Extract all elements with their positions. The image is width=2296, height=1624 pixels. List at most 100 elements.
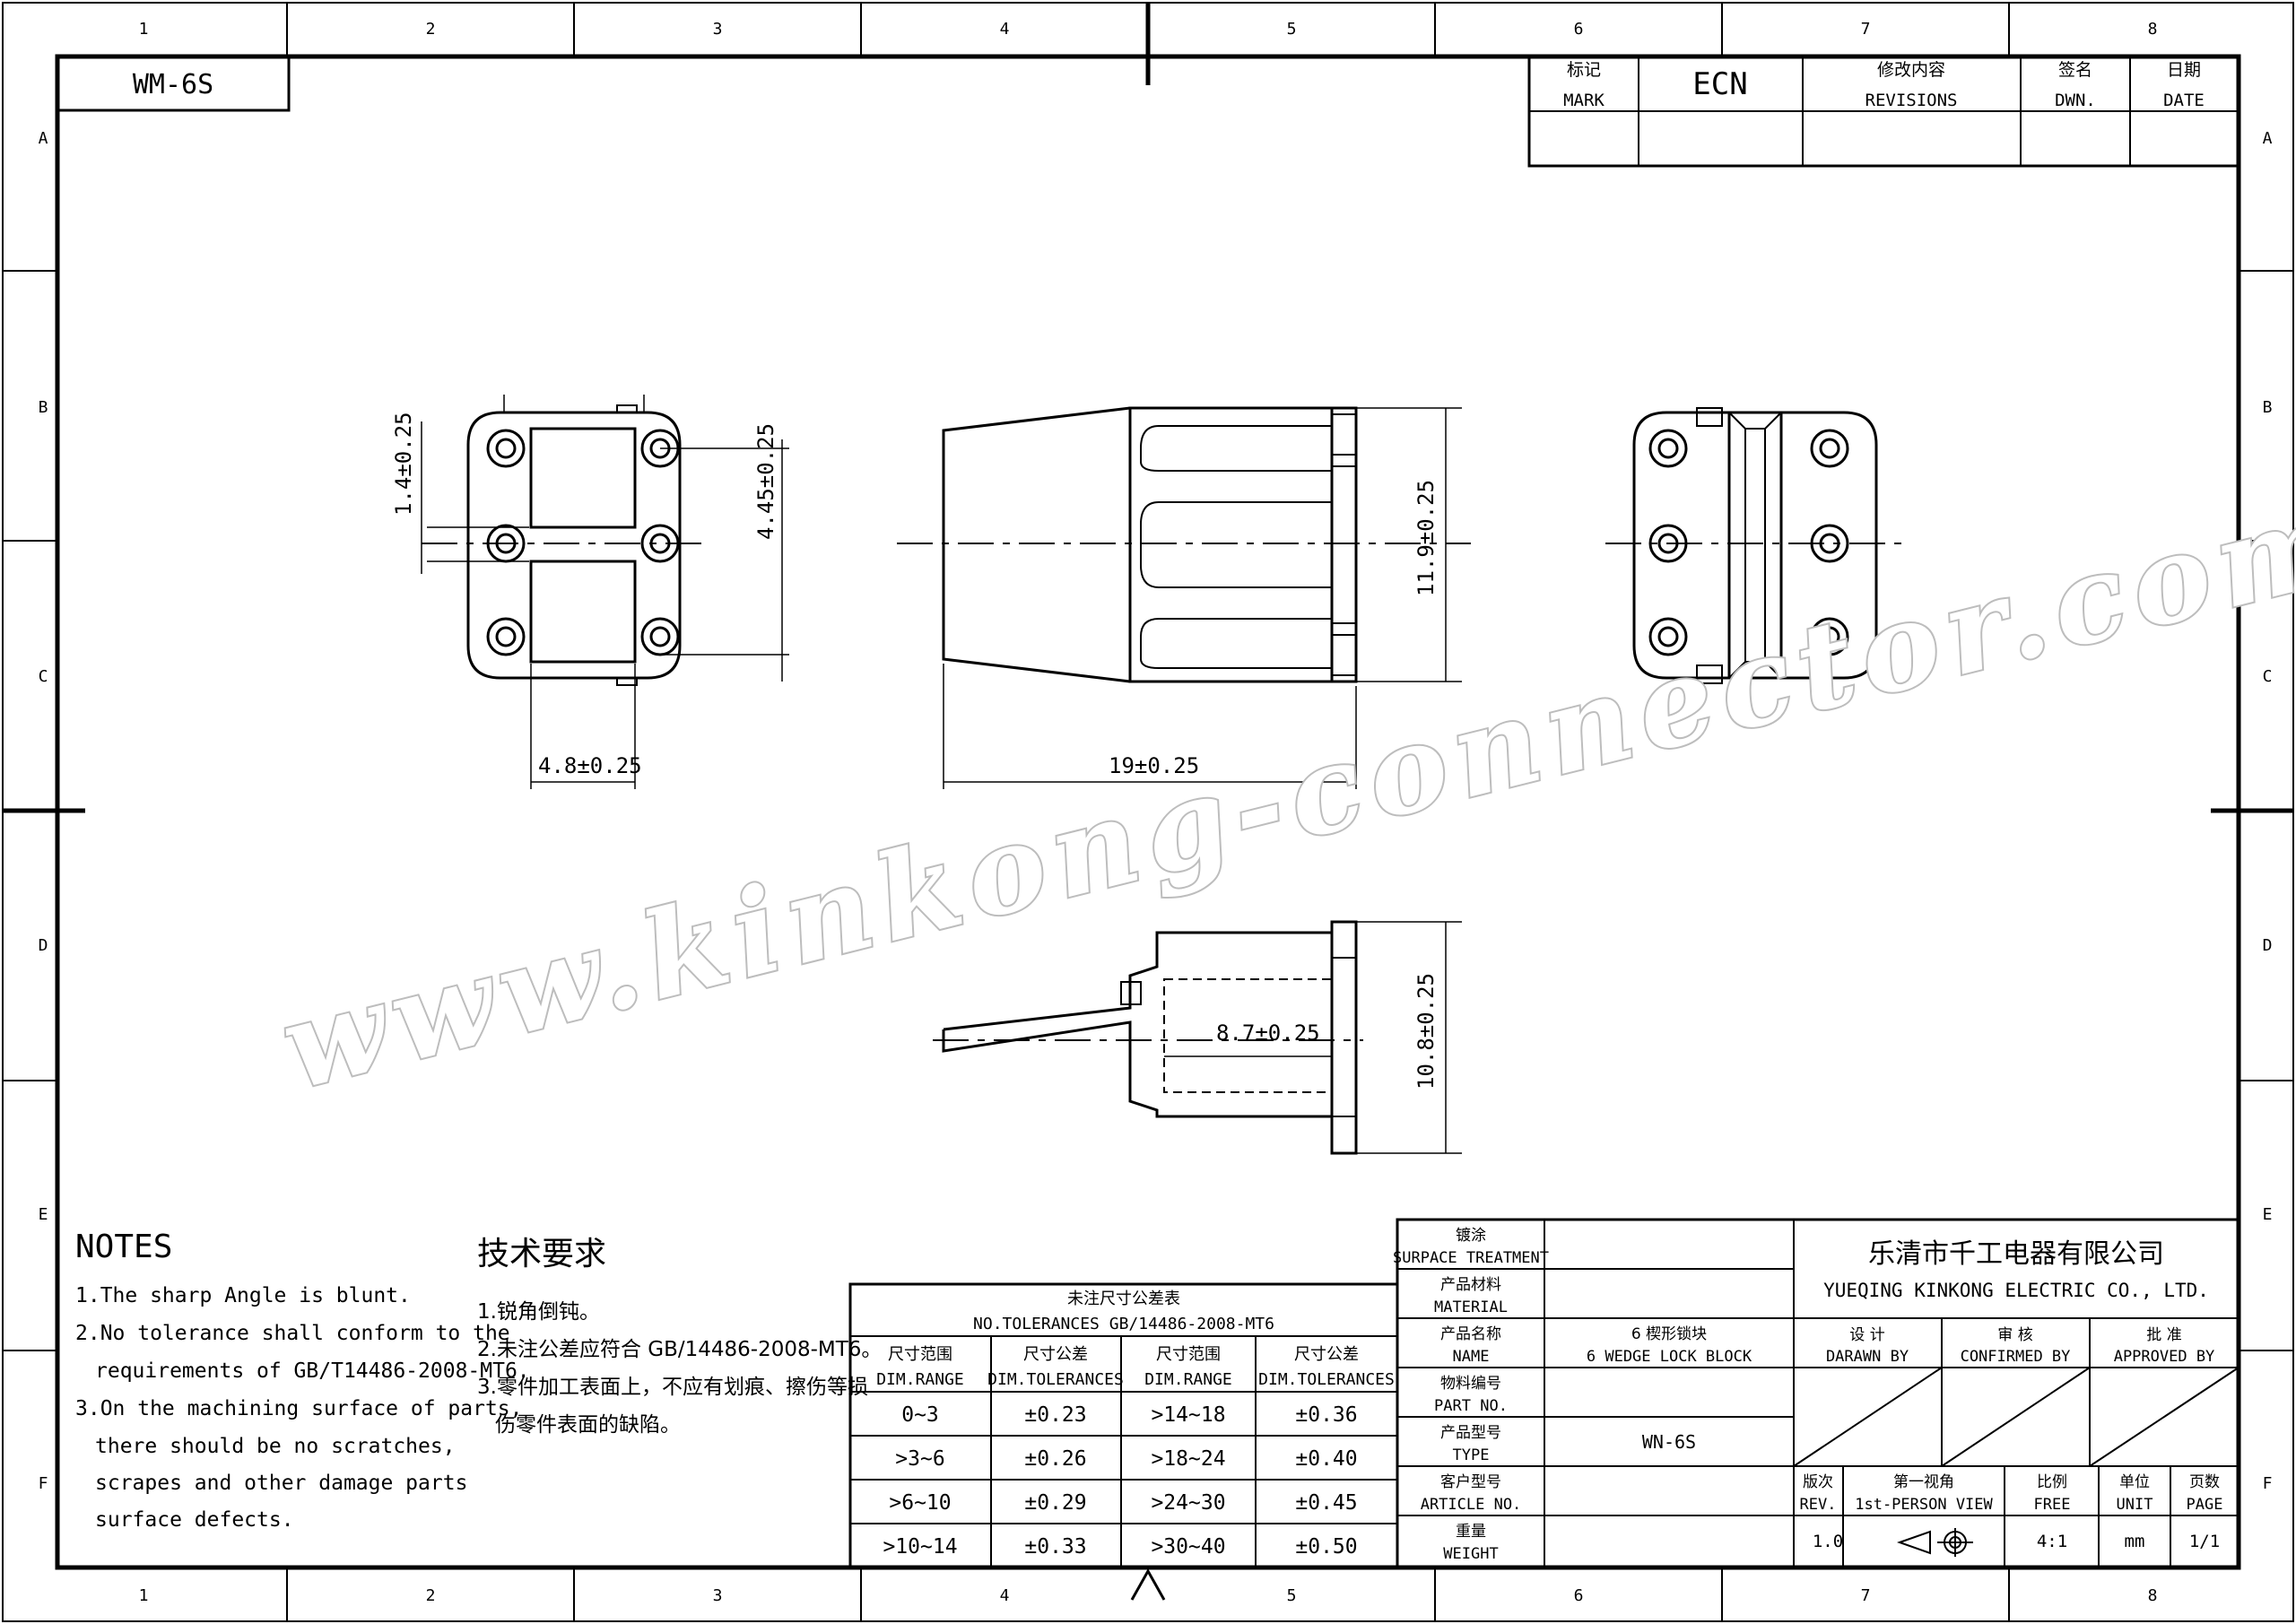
tech-req-title: 技术要求 — [477, 1236, 606, 1272]
tb-weight-en: WEIGHT — [1443, 1545, 1498, 1563]
zone-col-5: 5 — [1287, 20, 1297, 39]
tb-view-en: 1st-PERSON VIEW — [1855, 1496, 1993, 1514]
note-line: 3.On the machining surface of parts, — [75, 1397, 523, 1420]
tol-title-en: NO.TOLERANCES GB/14486-2008-MT6 — [973, 1315, 1274, 1333]
tb-unit-cn: 单位 — [2119, 1473, 2150, 1491]
zone-col-8-bottom: 8 — [2148, 1586, 2158, 1605]
tolerance-table: 未注尺寸公差表 NO.TOLERANCES GB/14486-2008-MT6 … — [848, 1282, 1399, 1569]
tech-req-line: 3.零件加工表面上，不应有划痕、擦伤等损 — [477, 1376, 868, 1399]
zone-col-3-bottom: 3 — [713, 1586, 723, 1605]
tb-confirm-en: CONFIRMED BY — [1961, 1348, 2071, 1366]
revision-block: 标记 MARK ECN 修改内容 REVISIONS 签名 DWN. 日期 DA… — [1527, 55, 2240, 168]
tol-header-cn: 尺寸范围 — [888, 1345, 952, 1364]
zone-labels: 1 2 3 4 5 6 7 8 1 2 3 4 5 6 7 8 A B C D … — [39, 20, 2273, 1605]
tol-header-cn: 尺寸范围 — [1156, 1345, 1221, 1364]
drawing-code: WM-6S — [133, 69, 213, 100]
rev-revisions-en: REVISIONS — [1866, 91, 1958, 110]
zone-row-a-right: A — [2263, 129, 2273, 148]
tol-cell: >18~24 — [1151, 1447, 1225, 1471]
tol-header-en: DIM.TOLERANCES — [987, 1370, 1124, 1389]
zone-col-8: 8 — [2148, 20, 2158, 39]
note-line: scrapes and other damage parts — [95, 1472, 467, 1495]
dim-top-height: 10.8±0.25 — [1413, 973, 1439, 1090]
tb-page-cn: 页数 — [2189, 1473, 2220, 1491]
tb-page-en: PAGE — [2187, 1496, 2223, 1514]
tb-scale-cn: 比例 — [2037, 1473, 2067, 1491]
zone-col-4: 4 — [1000, 20, 1010, 39]
tb-rev-cn: 版次 — [1803, 1473, 1833, 1491]
tb-name-value-en: 6 WEDGE LOCK BLOCK — [1587, 1348, 1752, 1366]
tol-cell: >30~40 — [1151, 1535, 1225, 1559]
tb-rev-en: REV. — [1800, 1496, 1837, 1514]
tb-type-en: TYPE — [1453, 1446, 1490, 1464]
zone-col-5-bottom: 5 — [1287, 1586, 1297, 1605]
rev-date-cn: 日期 — [2167, 60, 2201, 80]
tb-type-value: WN-6S — [1642, 1431, 1696, 1453]
tol-cell: >3~6 — [895, 1447, 944, 1471]
tb-surface-en: SURPACE TREATMENT — [1393, 1249, 1549, 1267]
tol-cell: ±0.33 — [1024, 1535, 1086, 1559]
notes: NOTES 1.The sharp Angle is blunt. 2.No t… — [75, 1229, 530, 1532]
tb-article-en: ARTICLE NO. — [1421, 1496, 1522, 1514]
rev-ecn: ECN — [1692, 66, 1747, 102]
tb-unit-value: mm — [2125, 1532, 2145, 1551]
tech-req-line: 2.未注公差应符合 GB/14486-2008-MT6。 — [477, 1338, 882, 1361]
zone-col-6: 6 — [1574, 20, 1584, 39]
rev-drawn-cn: 签名 — [2058, 60, 2092, 80]
tb-weight-cn: 重量 — [1456, 1523, 1486, 1541]
tb-approve-en: APPROVED BY — [2114, 1348, 2215, 1366]
tb-article-cn: 客户型号 — [1440, 1473, 1501, 1491]
tol-header-en: DIM.RANGE — [1144, 1370, 1232, 1389]
company-name-en: YUEQING KINKONG ELECTRIC CO., LTD. — [1823, 1280, 2209, 1301]
top-view: 8.7±0.25 10.8±0.25 — [933, 920, 1462, 1155]
rev-revisions-cn: 修改内容 — [1877, 60, 1945, 80]
tol-cell: ±0.40 — [1295, 1447, 1357, 1471]
tol-cell: >14~18 — [1151, 1403, 1225, 1427]
tb-material-en: MATERIAL — [1434, 1298, 1508, 1316]
zone-row-a: A — [39, 129, 48, 148]
tb-name-cn: 产品名称 — [1440, 1325, 1501, 1343]
tb-partno-en: PART NO. — [1434, 1397, 1508, 1415]
tb-rev-value: 1.0 — [1813, 1532, 1843, 1551]
tb-scale-value: 4:1 — [2037, 1532, 2067, 1551]
zone-row-d-right: D — [2263, 936, 2273, 955]
rear-view — [1605, 407, 1910, 684]
dim-front-pitch-small: 1.4±0.25 — [391, 412, 416, 516]
note-line: requirements of GB/T14486-2008-MT6. — [95, 1359, 530, 1383]
tb-design-en: DARAWN BY — [1826, 1348, 1909, 1366]
zone-row-b-right: B — [2263, 398, 2273, 417]
tb-material-cn: 产品材料 — [1440, 1276, 1501, 1294]
first-angle-projection-icon — [1896, 1528, 1973, 1557]
tol-cell: ±0.45 — [1295, 1491, 1357, 1515]
company-name-cn: 乐清市千工电器有限公司 — [1868, 1238, 2164, 1270]
drawing-code-box: WM-6S — [56, 55, 291, 112]
dim-top-depth: 8.7±0.25 — [1216, 1020, 1320, 1046]
notes-title: NOTES — [75, 1229, 172, 1265]
tol-cell: ±0.29 — [1024, 1491, 1086, 1515]
tol-cell: ±0.50 — [1295, 1535, 1357, 1559]
zone-row-f: F — [39, 1474, 48, 1493]
zone-col-4-bottom: 4 — [1000, 1586, 1010, 1605]
zone-row-e-right: E — [2263, 1205, 2273, 1224]
rev-date-en: DATE — [2163, 91, 2205, 110]
zone-row-c: C — [39, 667, 48, 686]
tech-requirements: 技术要求 1.锐角倒钝。 2.未注公差应符合 GB/14486-2008-MT6… — [477, 1236, 882, 1437]
note-line: surface defects. — [95, 1508, 294, 1532]
rev-mark-en: MARK — [1563, 91, 1605, 110]
dim-front-width: 4.8±0.25 — [538, 753, 642, 778]
dim-side-height: 11.9±0.25 — [1413, 480, 1439, 596]
tol-header-en: DIM.RANGE — [876, 1370, 964, 1389]
zone-row-f-right: F — [2263, 1474, 2273, 1493]
rev-drawn-en: DWN. — [2055, 91, 2096, 110]
zone-col-1: 1 — [139, 20, 149, 39]
tb-design-cn: 设 计 — [1849, 1326, 1884, 1344]
tol-cell: ±0.23 — [1024, 1403, 1086, 1427]
zone-row-e: E — [39, 1205, 48, 1224]
tol-title-cn: 未注尺寸公差表 — [1067, 1290, 1180, 1308]
tech-req-line: 伤零件表面的缺陷。 — [495, 1413, 681, 1437]
zone-col-3: 3 — [713, 20, 723, 39]
front-view: 1.4±0.25 4.45±0.25 4.8±0.25 — [391, 395, 789, 789]
tol-cell: >10~14 — [883, 1535, 957, 1559]
tol-header-cn: 尺寸公差 — [1294, 1345, 1359, 1364]
